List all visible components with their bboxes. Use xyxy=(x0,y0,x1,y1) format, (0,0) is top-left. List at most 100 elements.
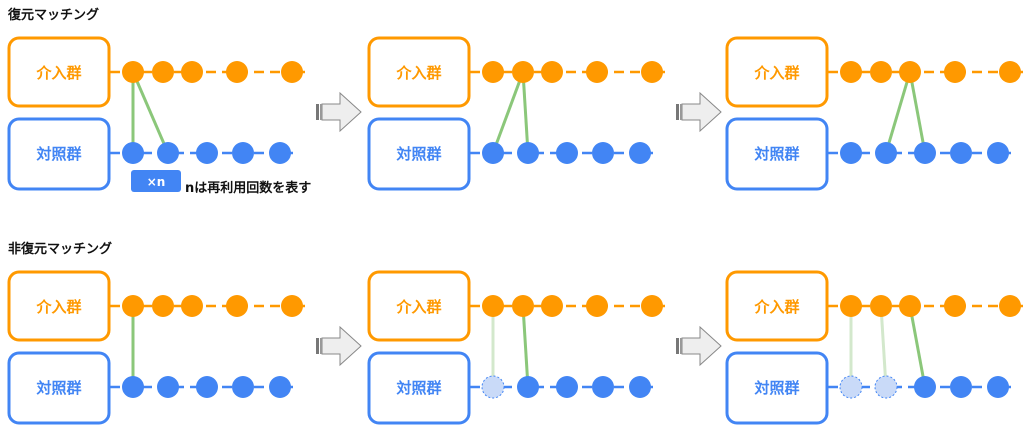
treatment-unit-dot xyxy=(226,295,248,317)
right-arrow-icon xyxy=(321,325,362,367)
control-unit-dot xyxy=(196,142,218,164)
treatment-unit-dot xyxy=(226,61,248,83)
treatment-unit-dot xyxy=(482,295,504,317)
match-line xyxy=(131,71,170,154)
arrow-tail-bar xyxy=(316,104,319,120)
treatment-group-box xyxy=(367,270,471,342)
treatment-unit-dot xyxy=(641,61,663,83)
right-arrow-icon xyxy=(681,325,722,367)
treatment-group-box xyxy=(725,36,829,108)
treatment-unit-dot xyxy=(541,61,563,83)
section-title-non-restoration: 非復元マッチング xyxy=(8,242,113,257)
control-group-box xyxy=(725,351,829,425)
arrow-tail-bar xyxy=(680,338,682,354)
treatment-unit-dot xyxy=(181,295,203,317)
treatment-group-box xyxy=(7,270,111,342)
control-unit-dot xyxy=(157,142,179,164)
treatment-unit-dot xyxy=(586,295,608,317)
control-unit-dot xyxy=(914,142,936,164)
arrow-tail-bar xyxy=(676,338,679,354)
control-unit-dot xyxy=(592,142,614,164)
treatment-unit-dot xyxy=(541,295,563,317)
treatment-unit-dot xyxy=(840,61,862,83)
control-unit-dot xyxy=(157,376,179,398)
treatment-unit-dot xyxy=(870,61,892,83)
treatment-unit-dot xyxy=(999,61,1021,83)
control-unit-dot xyxy=(122,376,144,398)
match-line xyxy=(521,305,530,388)
control-group-label: 対照群 xyxy=(753,379,799,397)
arrow-tail-bar xyxy=(320,104,322,120)
control-group-box xyxy=(367,117,471,191)
treatment-unit-dot xyxy=(281,61,303,83)
treatment-group-label: 介入群 xyxy=(753,298,799,316)
control-unit-dot xyxy=(517,376,539,398)
treatment-unit-dot xyxy=(870,295,892,317)
control-unit-dot xyxy=(269,376,291,398)
control-unit-dot xyxy=(196,376,218,398)
section-title-restoration: 復元マッチング xyxy=(8,8,100,23)
control-group-label: 対照群 xyxy=(395,145,441,163)
match-line xyxy=(521,71,530,154)
control-unit-dot xyxy=(517,142,539,164)
used-control-unit-dot xyxy=(481,375,505,399)
control-unit-dot xyxy=(629,376,651,398)
control-group-box xyxy=(7,117,111,191)
treatment-unit-dot xyxy=(641,295,663,317)
control-unit-dot xyxy=(269,142,291,164)
treatment-group-box xyxy=(7,36,111,108)
control-unit-dot xyxy=(232,376,254,398)
past-match-line xyxy=(879,305,888,388)
reuse-count-badge xyxy=(131,170,181,192)
arrow-tail-bar xyxy=(676,104,679,120)
match-line xyxy=(908,71,927,154)
treatment-unit-dot xyxy=(122,61,144,83)
control-unit-dot xyxy=(232,142,254,164)
control-unit-dot xyxy=(840,142,862,164)
control-unit-dot xyxy=(987,376,1009,398)
match-line xyxy=(884,71,912,154)
legend-text: nは再利用回数を表す xyxy=(185,181,312,196)
treatment-unit-dot xyxy=(512,61,534,83)
control-unit-dot xyxy=(914,376,936,398)
control-group-label: 対照群 xyxy=(35,145,81,163)
arrow-tail-bar xyxy=(680,104,682,120)
control-group-box xyxy=(725,117,829,191)
control-unit-dot xyxy=(987,142,1009,164)
treatment-unit-dot xyxy=(152,61,174,83)
treatment-unit-dot xyxy=(840,295,862,317)
treatment-group-label: 介入群 xyxy=(35,298,81,316)
treatment-unit-dot xyxy=(586,61,608,83)
treatment-group-label: 介入群 xyxy=(395,64,441,82)
control-group-label: 対照群 xyxy=(395,379,441,397)
control-group-box xyxy=(367,351,471,425)
used-control-unit-dot xyxy=(874,375,898,399)
treatment-unit-dot xyxy=(899,61,921,83)
control-unit-dot xyxy=(950,142,972,164)
control-unit-dot xyxy=(122,142,144,164)
treatment-unit-dot xyxy=(181,61,203,83)
treatment-unit-dot xyxy=(281,295,303,317)
arrow-tail-bar xyxy=(316,338,319,354)
right-arrow-icon xyxy=(681,91,722,133)
treatment-group-box xyxy=(725,270,829,342)
treatment-group-label: 介入群 xyxy=(35,64,81,82)
control-unit-dot xyxy=(556,142,578,164)
control-unit-dot xyxy=(592,376,614,398)
control-group-label: 対照群 xyxy=(35,379,81,397)
treatment-unit-dot xyxy=(899,295,921,317)
control-group-box xyxy=(7,351,111,425)
treatment-unit-dot xyxy=(512,295,534,317)
control-unit-dot xyxy=(629,142,651,164)
control-unit-dot xyxy=(556,376,578,398)
control-group-label: 対照群 xyxy=(753,145,799,163)
treatment-unit-dot xyxy=(482,61,504,83)
control-unit-dot xyxy=(875,142,897,164)
control-unit-dot xyxy=(950,376,972,398)
control-unit-dot xyxy=(482,142,504,164)
arrow-tail-bar xyxy=(320,338,322,354)
treatment-group-label: 介入群 xyxy=(753,64,799,82)
treatment-group-box xyxy=(367,36,471,108)
treatment-group-label: 介入群 xyxy=(395,298,441,316)
